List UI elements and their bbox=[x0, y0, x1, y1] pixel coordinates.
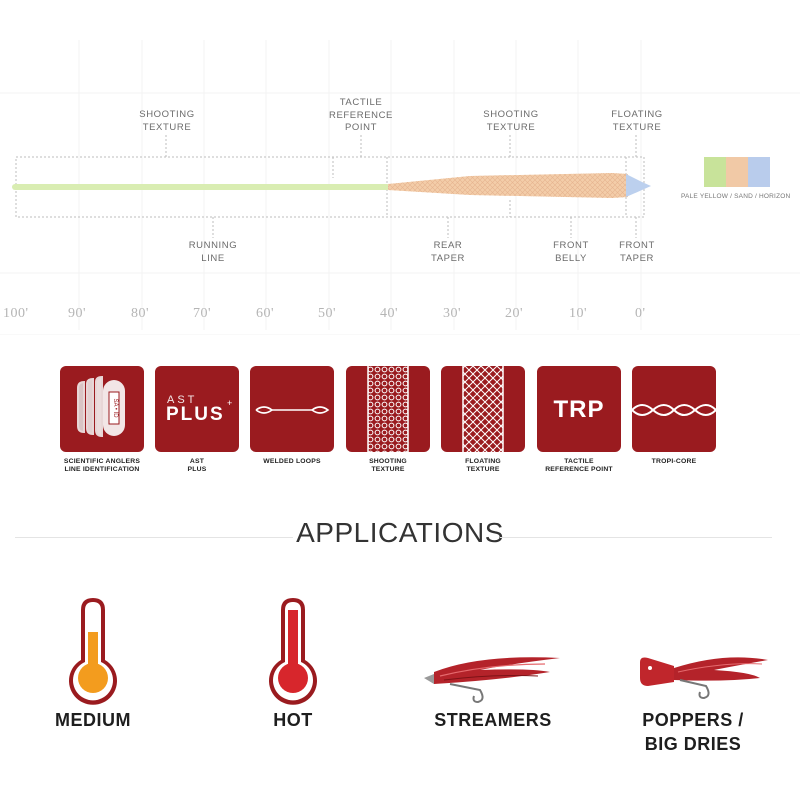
color-label: PALE YELLOW / SAND / HORIZON bbox=[681, 193, 791, 200]
color-swatch-horizon bbox=[748, 157, 770, 187]
application-hot: HOT bbox=[273, 710, 313, 730]
floating-texture-icon bbox=[441, 366, 525, 452]
distance-tick: 100' bbox=[3, 306, 29, 321]
color-swatch-pale-yellow bbox=[704, 157, 726, 187]
sa-id-mark: SA • ID bbox=[112, 398, 118, 418]
application-poppers-big-dries: POPPERS /BIG DRIES bbox=[642, 710, 744, 754]
shooting-texture-icon bbox=[346, 366, 430, 452]
tropi-core-icon bbox=[632, 366, 716, 452]
thermometer-medium-icon bbox=[69, 598, 117, 705]
taper-grid bbox=[0, 40, 800, 335]
distance-tick: 70' bbox=[193, 306, 212, 321]
plus-sign-mark: + bbox=[227, 398, 233, 408]
distance-tick: 80' bbox=[131, 306, 150, 321]
feature-tropi-core: TROPI-CORE bbox=[632, 366, 716, 466]
trp-mark: TRP bbox=[553, 396, 605, 423]
distance-tick: 40' bbox=[380, 306, 399, 321]
distance-tick: 20' bbox=[505, 306, 524, 321]
popper-fly-icon bbox=[640, 657, 768, 700]
application-streamers: STREAMERS bbox=[434, 710, 552, 730]
distance-tick: 90' bbox=[68, 306, 87, 321]
distance-tick: 30' bbox=[443, 306, 462, 321]
ast-plus-icon: AST PLUS + bbox=[155, 366, 239, 452]
application-medium: MEDIUM bbox=[55, 710, 131, 730]
distance-tick: 50' bbox=[318, 306, 337, 321]
running-line bbox=[12, 184, 390, 190]
distance-tick: 0' bbox=[635, 306, 646, 321]
welded-loops-icon bbox=[250, 366, 334, 452]
applications-rule-right bbox=[500, 537, 772, 538]
applications-title: APPLICATIONS bbox=[296, 517, 504, 548]
plus-mark: PLUS bbox=[166, 404, 225, 425]
distance-tick: 10' bbox=[569, 306, 588, 321]
ast-mark: AST bbox=[167, 394, 198, 406]
distance-tick: 60' bbox=[256, 306, 275, 321]
applications-rule-left bbox=[15, 537, 293, 538]
line-identification-icon: SA • ID bbox=[60, 366, 144, 452]
feature-welded-loops: WELDED LOOPS bbox=[250, 366, 334, 466]
tip-section bbox=[626, 174, 651, 197]
streamer-fly-icon bbox=[424, 657, 560, 704]
color-swatch-sand bbox=[726, 157, 748, 187]
trp-icon: TRP bbox=[537, 366, 621, 452]
thermometer-hot-icon bbox=[269, 598, 317, 705]
